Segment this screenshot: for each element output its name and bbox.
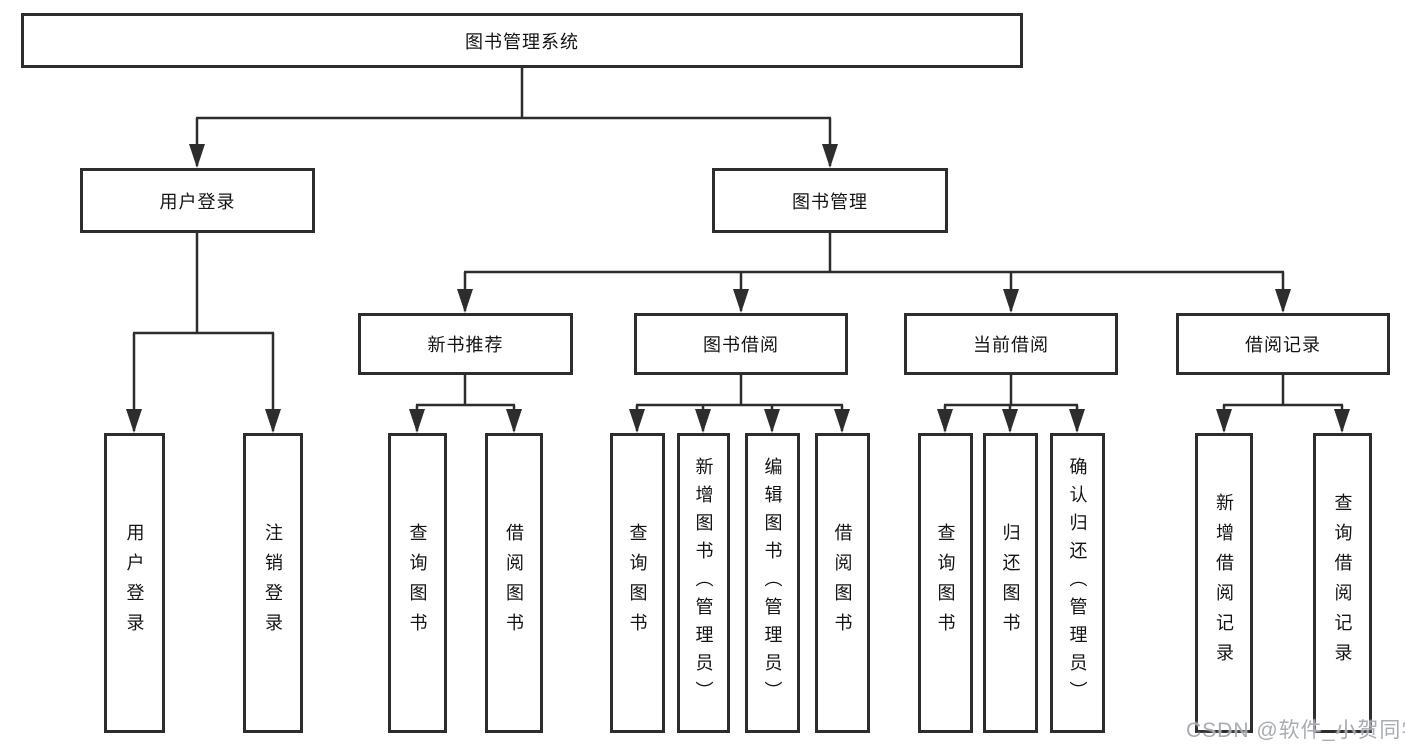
leaf-query-borrow-record: 查询借阅记录 (1313, 433, 1372, 733)
leaf-user-login: 用户登录 (104, 433, 165, 733)
leaf-query-books-current-label: 查询图书 (935, 523, 956, 643)
node-user-login: 用户登录 (80, 168, 315, 233)
leaf-add-books-admin: 新增图书（管理员） (677, 433, 730, 733)
leaf-query-books-recommend-label: 查询图书 (407, 523, 428, 643)
leaf-borrow-books-recommend: 借阅图书 (485, 433, 543, 733)
leaf-logout-label: 注销登录 (263, 523, 283, 643)
node-book-management: 图书管理 (712, 168, 948, 233)
leaf-edit-books-admin-label: 编辑图书（管理员） (762, 457, 783, 709)
node-library-system: 图书管理系统 (21, 13, 1023, 68)
node-current-borrowing: 当前借阅 (904, 313, 1118, 375)
leaf-add-borrow-record-label: 新增借阅记录 (1214, 493, 1234, 673)
csdn-watermark: CSDN @软件_小贺同学 (1186, 719, 1405, 742)
leaf-borrow-books-borrowing: 借阅图书 (815, 433, 870, 733)
leaf-borrow-books-borrowing-label: 借阅图书 (832, 523, 853, 643)
leaf-add-books-admin-label: 新增图书（管理员） (693, 457, 714, 709)
node-borrow-records: 借阅记录 (1176, 313, 1390, 375)
leaf-query-borrow-record-label: 查询借阅记录 (1332, 493, 1353, 673)
leaf-add-borrow-record: 新增借阅记录 (1195, 433, 1253, 733)
leaf-query-books-current: 查询图书 (918, 433, 973, 733)
leaf-confirm-return-admin: 确认归还（管理员） (1050, 433, 1105, 733)
leaf-query-books-borrowing: 查询图书 (610, 433, 665, 733)
leaf-return-books: 归还图书 (983, 433, 1038, 733)
leaf-query-books-recommend: 查询图书 (388, 433, 447, 733)
leaf-borrow-books-recommend-label: 借阅图书 (504, 523, 524, 643)
leaf-return-books-label: 归还图书 (1000, 523, 1021, 643)
leaf-user-login-label: 用户登录 (124, 523, 145, 643)
leaf-edit-books-admin: 编辑图书（管理员） (745, 433, 800, 733)
node-new-book-recommend: 新书推荐 (358, 313, 573, 375)
leaf-logout: 注销登录 (243, 433, 303, 733)
leaf-query-books-borrowing-label: 查询图书 (627, 523, 648, 643)
leaf-confirm-return-admin-label: 确认归还（管理员） (1067, 457, 1088, 709)
node-book-borrowing: 图书借阅 (634, 313, 848, 375)
